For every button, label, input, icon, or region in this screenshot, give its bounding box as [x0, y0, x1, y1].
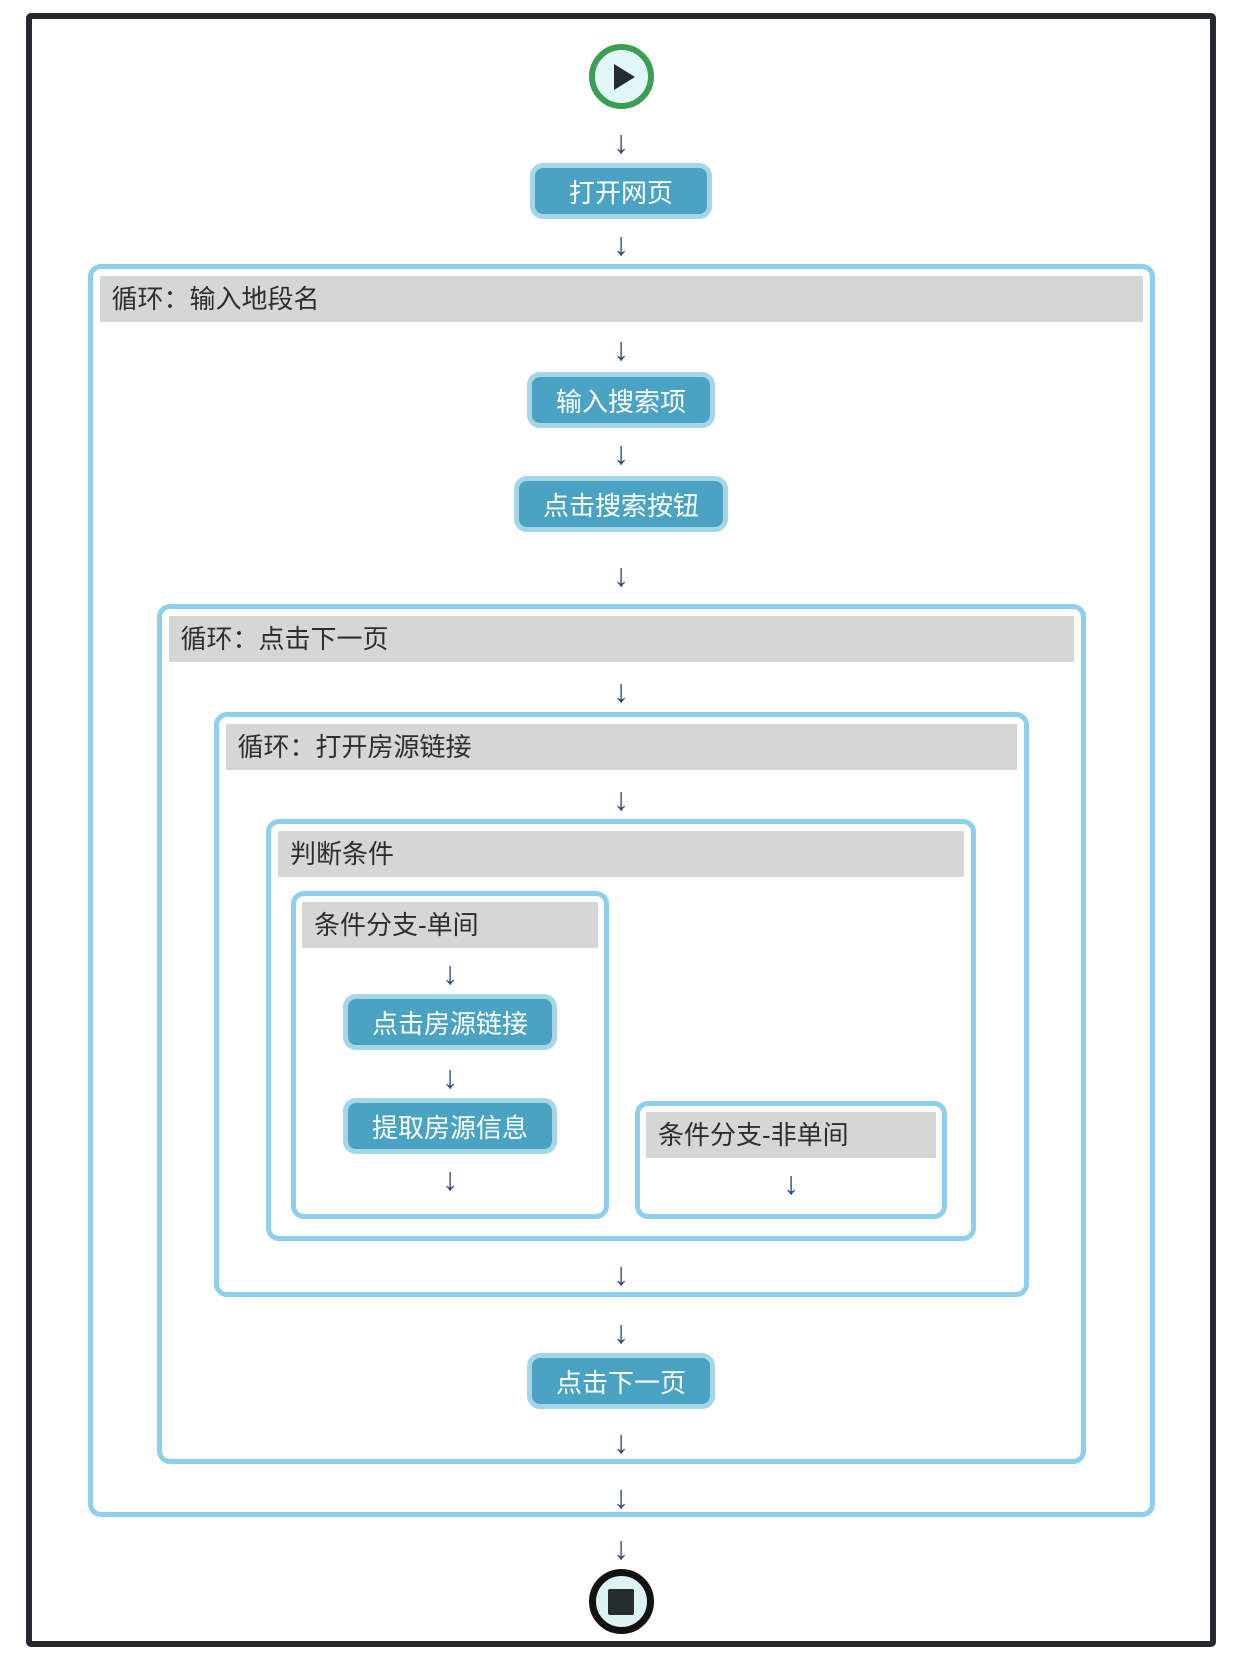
node-open-webpage[interactable]: 打开网页	[530, 163, 712, 219]
flow-arrow-icon: ↓	[442, 1059, 458, 1095]
flow-arrow-icon: ↓	[613, 1256, 629, 1292]
flow-arrow-icon: ↓	[613, 226, 629, 262]
flow-arrow-icon: ↓	[613, 1314, 629, 1350]
play-triangle-icon	[613, 63, 635, 90]
node-click-next-page[interactable]: 点击下一页	[526, 1353, 715, 1409]
flow-arrow-icon: ↓	[783, 1165, 799, 1201]
flow-arrow-icon: ↓	[442, 1161, 458, 1197]
node-extract-listing-info[interactable]: 提取房源信息	[342, 1098, 557, 1154]
loop-header-input-area[interactable]: 循环：输入地段名	[99, 276, 1143, 322]
stop-square-icon	[608, 1588, 634, 1615]
flow-arrow-icon: ↓	[613, 331, 629, 367]
branch-single-room-header[interactable]: 条件分支-单间	[302, 902, 598, 948]
flow-canvas: ↓ 打开网页 ↓ 循环：输入地段名 ↓ 输入搜索项 ↓ 点击搜索按钮 ↓ 循环：…	[26, 13, 1216, 1647]
node-input-search[interactable]: 输入搜索项	[526, 372, 715, 428]
flow-arrow-icon: ↓	[613, 435, 629, 471]
loop-container-click-next-page: 循环：点击下一页 ↓ 循环：打开房源链接 ↓ 判断条件 条件分支-单间 ↓ 点击…	[156, 604, 1086, 1464]
flow-arrow-icon: ↓	[613, 1530, 629, 1566]
branch-not-single-room-header[interactable]: 条件分支-非单间	[646, 1112, 936, 1158]
loop-container-open-listing-links: 循环：打开房源链接 ↓ 判断条件 条件分支-单间 ↓ 点击房源链接 ↓ 提取房源…	[213, 712, 1029, 1297]
flow-arrow-icon: ↓	[613, 557, 629, 593]
stop-icon[interactable]	[588, 1569, 654, 1634]
loop-header-open-listing-links[interactable]: 循环：打开房源链接	[225, 724, 1017, 770]
start-icon[interactable]	[588, 44, 654, 109]
loop-header-click-next-page[interactable]: 循环：点击下一页	[168, 616, 1074, 662]
branch-single-room: 条件分支-单间 ↓ 点击房源链接 ↓ 提取房源信息 ↓	[291, 891, 609, 1219]
flow-arrow-icon: ↓	[613, 1479, 629, 1515]
condition-container: 判断条件 条件分支-单间 ↓ 点击房源链接 ↓ 提取房源信息 ↓ 条件分支-非单…	[266, 819, 976, 1241]
condition-branch-row: 条件分支-单间 ↓ 点击房源链接 ↓ 提取房源信息 ↓ 条件分支-非单间 ↓	[271, 891, 971, 1219]
condition-header[interactable]: 判断条件	[278, 831, 964, 877]
flow-arrow-icon: ↓	[613, 1424, 629, 1460]
flow-arrow-icon: ↓	[613, 124, 629, 160]
node-click-search-button[interactable]: 点击搜索按钮	[513, 476, 728, 532]
branch-not-single-room: 条件分支-非单间 ↓	[635, 1101, 947, 1219]
flow-arrow-icon: ↓	[613, 673, 629, 709]
node-click-listing-link[interactable]: 点击房源链接	[342, 994, 557, 1050]
loop-container-input-area: 循环：输入地段名 ↓ 输入搜索项 ↓ 点击搜索按钮 ↓ 循环：点击下一页 ↓ 循…	[87, 264, 1155, 1517]
flow-arrow-icon: ↓	[442, 955, 458, 991]
flow-arrow-icon: ↓	[613, 781, 629, 817]
